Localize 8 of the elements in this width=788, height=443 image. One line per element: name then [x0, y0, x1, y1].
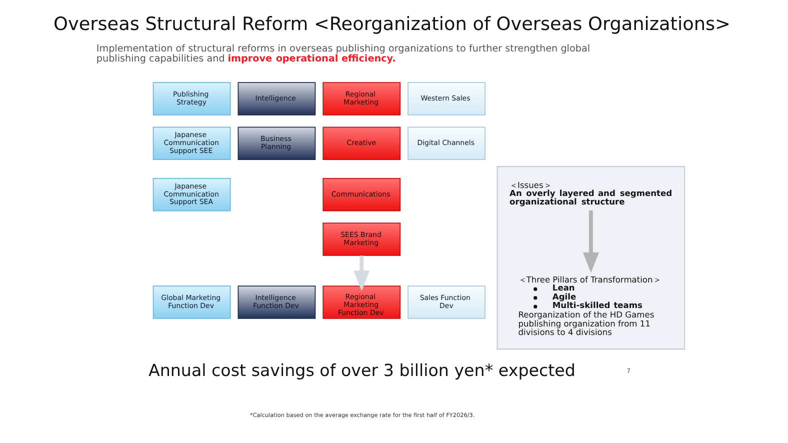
label: Implementation of structural reforms in overseas publishing organizations to further strengthen global publishing capabilities and improve operational efficiency.: [96, 44, 590, 64]
label: Annual cost savings of over 3 billion yen* expected: [148, 360, 576, 380]
node-text: ＜Three Pillars of Transformation＞ Lean Agile Multi-skilled teams Reorganization of the HD Games publishing organization from 11 divisions to 4 divisions: [518, 274, 661, 338]
cluster: [496, 166, 686, 350]
node-text: ＜Issues＞ An overly layered and segmented organizational structure: [510, 180, 672, 207]
arrow: [354, 256, 370, 292]
arrow: [582, 210, 600, 273]
diagram-title: Overseas Structural Reform <Reorganization of Overseas Organizations>: [54, 14, 730, 35]
